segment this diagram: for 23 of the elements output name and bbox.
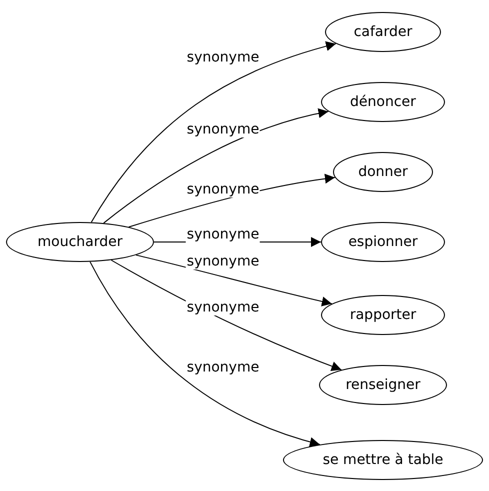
edge-label: synonyme	[186, 182, 260, 198]
term-label: donner	[358, 164, 408, 180]
term-ellipse	[325, 12, 441, 52]
term-label: rapporter	[350, 307, 416, 323]
arrow	[103, 108, 329, 224]
term-label: renseigner	[346, 377, 420, 393]
edge-label: synonyme	[186, 50, 260, 66]
arrow	[90, 261, 320, 447]
edge-label: synonyme	[186, 122, 260, 138]
term-label: moucharder	[38, 234, 122, 250]
edge-label: synonyme	[186, 300, 260, 316]
term-label: dénoncer	[350, 94, 416, 110]
arrow	[110, 260, 342, 371]
arrow	[90, 42, 336, 223]
edge-label: synonyme	[186, 360, 260, 376]
edge-label: synonyme	[186, 254, 260, 270]
term-label: cafarder	[354, 24, 412, 40]
term-label: se mettre à table	[322, 452, 444, 468]
edge-label: synonyme	[186, 228, 260, 242]
term-ellipse	[321, 295, 445, 335]
term-label: espionner	[348, 234, 418, 250]
term-ellipse	[321, 82, 445, 122]
arrow	[136, 254, 332, 306]
